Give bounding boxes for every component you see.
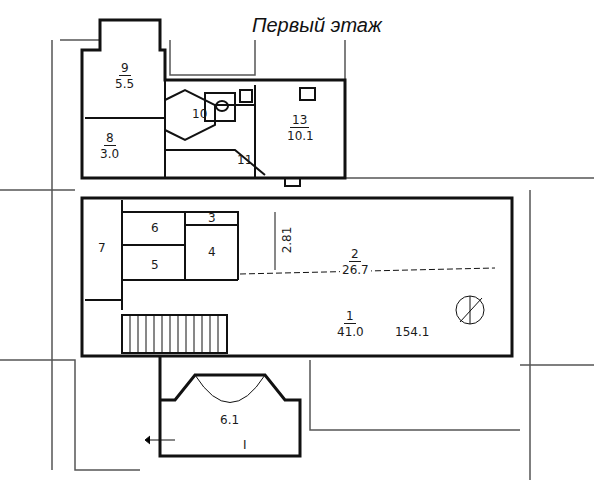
room-number: 9 [119,61,131,76]
room-number: 4 [206,245,218,259]
room-area: 154.1 [393,325,431,339]
room-area: 10.1 [285,129,316,143]
room-number: 3 [206,211,218,225]
room-number: 11 [235,153,254,167]
room-area: 2.81 [280,225,294,256]
room-area: 41.0 [335,325,366,339]
room-number: 1 [344,309,356,324]
room-area: 3.0 [98,147,121,161]
room-number: 2 [349,247,361,262]
plan-title: Первый этаж [252,14,382,37]
room-area: 5.5 [113,77,136,91]
room-area: I [241,438,249,452]
room-number: 7 [96,241,108,255]
room-number: 6 [149,221,161,235]
room-number: 5 [149,258,161,272]
room-area: 6.1 [218,413,241,427]
room-number: 13 [290,113,309,128]
room-number: 10 [190,107,209,121]
room-number: 8 [104,131,116,146]
room-area: 26.7 [340,263,371,277]
